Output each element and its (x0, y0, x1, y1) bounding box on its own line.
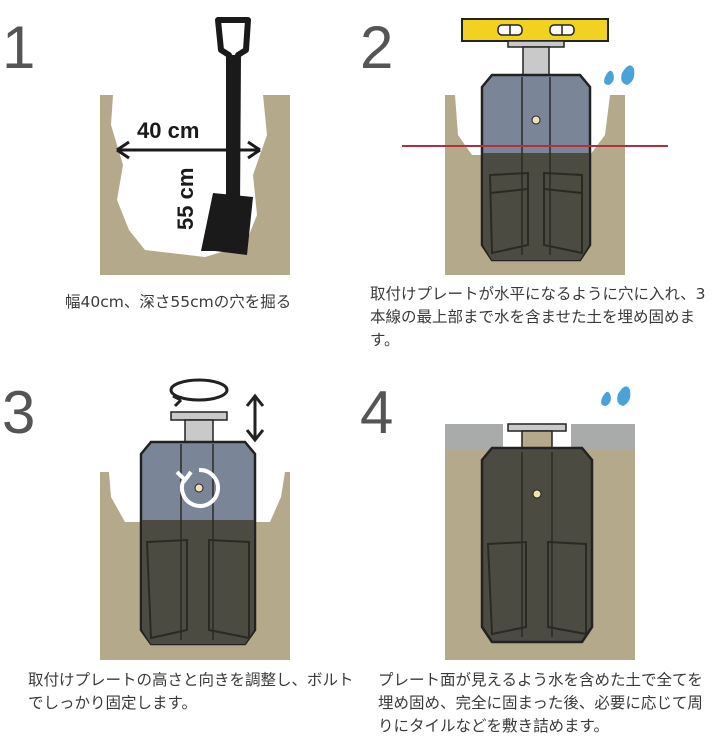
up-down-arrow-icon (245, 393, 265, 443)
step-2-illustration (402, 18, 668, 275)
step-3-caption: 取付けプレートの高さと向きを調整し、ボルトでしっかり固定します。 (28, 671, 354, 712)
step-2-caption: 取付けプレートが水平になるように穴に入れ、3本線の最上部まで水を含ませた土を埋め… (370, 285, 706, 349)
width-arrow (116, 140, 261, 160)
depth-label: 55 cm (173, 168, 198, 230)
spirit-level-icon (461, 18, 609, 42)
step-4-number: 4 (360, 379, 394, 446)
rotate-arrow-icon (175, 467, 220, 508)
rotate-arrow-icon (169, 378, 229, 408)
water-drops-icon (604, 65, 635, 85)
step-3-number: 3 (2, 379, 36, 446)
step-4-illustration (445, 386, 635, 660)
step-2-number: 2 (360, 14, 394, 81)
width-label: 40 cm (137, 118, 199, 143)
step-1-caption: 幅40cm、深さ55cmの穴を掘る (65, 293, 292, 311)
shovel-icon (201, 17, 253, 255)
step-3-illustration (100, 378, 290, 660)
paving (445, 424, 503, 450)
container (480, 446, 594, 644)
step-4-caption: プレート面が見えるよう水を含めた土で全てを埋め固め、完全に固まった後、必要に応じ… (378, 671, 703, 735)
water-drops-icon (601, 386, 631, 406)
step-1-illustration: 40 cm 55 cm (100, 17, 290, 275)
paving (571, 424, 635, 450)
step-1-number: 1 (2, 14, 36, 81)
